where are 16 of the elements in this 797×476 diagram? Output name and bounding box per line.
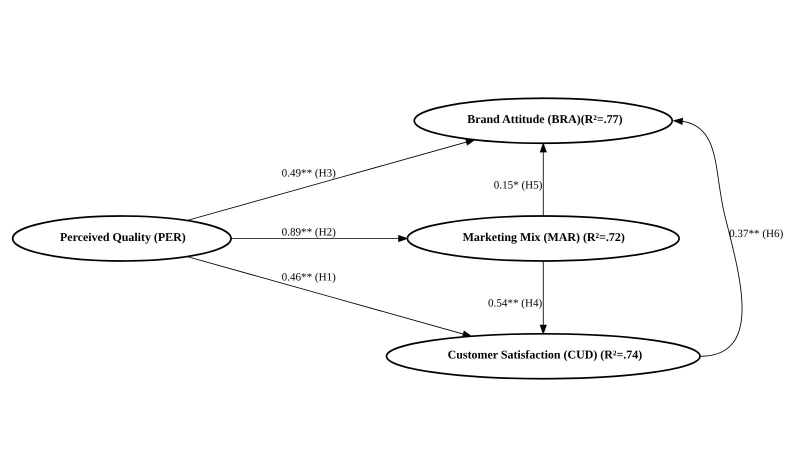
node-ellipse: Perceived Quality (PER) [12, 214, 232, 262]
arrow [540, 260, 547, 335]
node-ellipse: Customer Satisfaction (CUD) (R²=.74) [386, 332, 701, 380]
edge-label: 0.89** (H2) [282, 226, 336, 238]
arrow [186, 138, 476, 220]
edge-label: 0.49** (H3) [282, 167, 336, 180]
edge-label: 0.46** (H1) [282, 271, 336, 284]
edge-label: 0.15* (H5) [494, 178, 542, 191]
edge-label: 0.54** (H4) [488, 296, 542, 309]
node-ellipse: Marketing Mix (MAR) (R²=.72) [406, 214, 680, 262]
arrow [230, 234, 408, 242]
node-ellipse: Brand Attitude (BRA)(R²=.77) [413, 96, 674, 144]
arrow [672, 117, 742, 356]
arrow [186, 256, 473, 337]
arrow [540, 142, 547, 216]
edge-label: 0.37** (H6) [729, 228, 784, 240]
